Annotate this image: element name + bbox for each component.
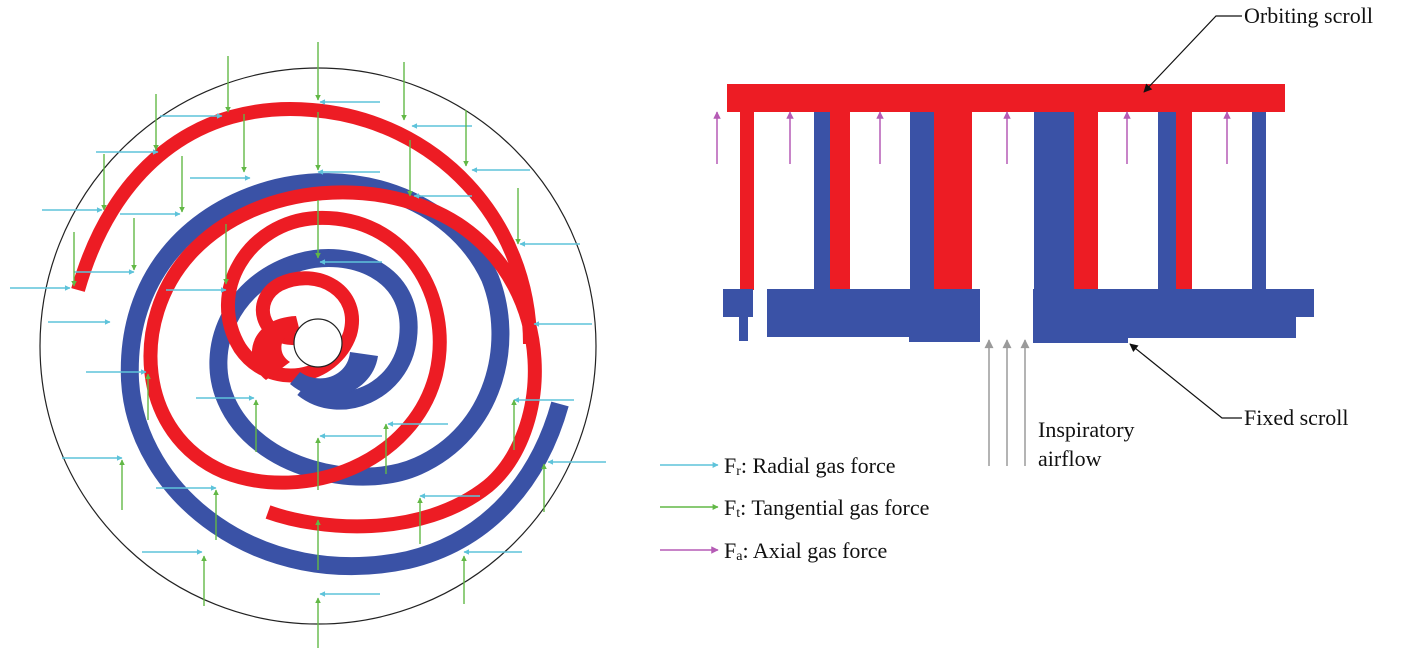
- orbiting-scroll-leader: [1143, 15, 1242, 93]
- inspiratory-airflow-arrows: [984, 339, 1030, 466]
- legend-radial-label: Fr: Radial gas force: [724, 453, 895, 479]
- tangential-force-arrows: [71, 42, 547, 648]
- scroll-top-view: [10, 42, 606, 648]
- fixed-scroll-tip: [290, 352, 378, 398]
- fixed-scroll-section: [723, 112, 1314, 343]
- orbiting-scroll-spiral: [71, 102, 542, 534]
- radial-force-arrows: [10, 99, 606, 597]
- fixed-scroll-label: Fixed scroll: [1244, 405, 1349, 430]
- orbiting-scroll-label: Orbiting scroll: [1244, 3, 1373, 28]
- orbiting-scroll-section: [727, 84, 1285, 290]
- legend-axial-label: Fa: Axial gas force: [724, 538, 887, 564]
- legend: Fr: Radial gas force Ft: Tangential gas …: [660, 453, 929, 564]
- center-hub: [293, 318, 343, 368]
- fixed-scroll-leader: [1129, 343, 1242, 419]
- axial-force-arrows: [713, 111, 1231, 164]
- legend-tangential-label: Ft: Tangential gas force: [724, 495, 929, 521]
- inspiratory-label-line2: airflow: [1038, 446, 1102, 471]
- scroll-cross-section: Orbiting scroll Fixed scroll Inspiratory…: [713, 3, 1373, 471]
- inspiratory-label-line1: Inspiratory: [1038, 417, 1135, 442]
- fixed-scroll-spiral: [120, 173, 569, 576]
- orbiting-scroll-tip: [251, 316, 300, 380]
